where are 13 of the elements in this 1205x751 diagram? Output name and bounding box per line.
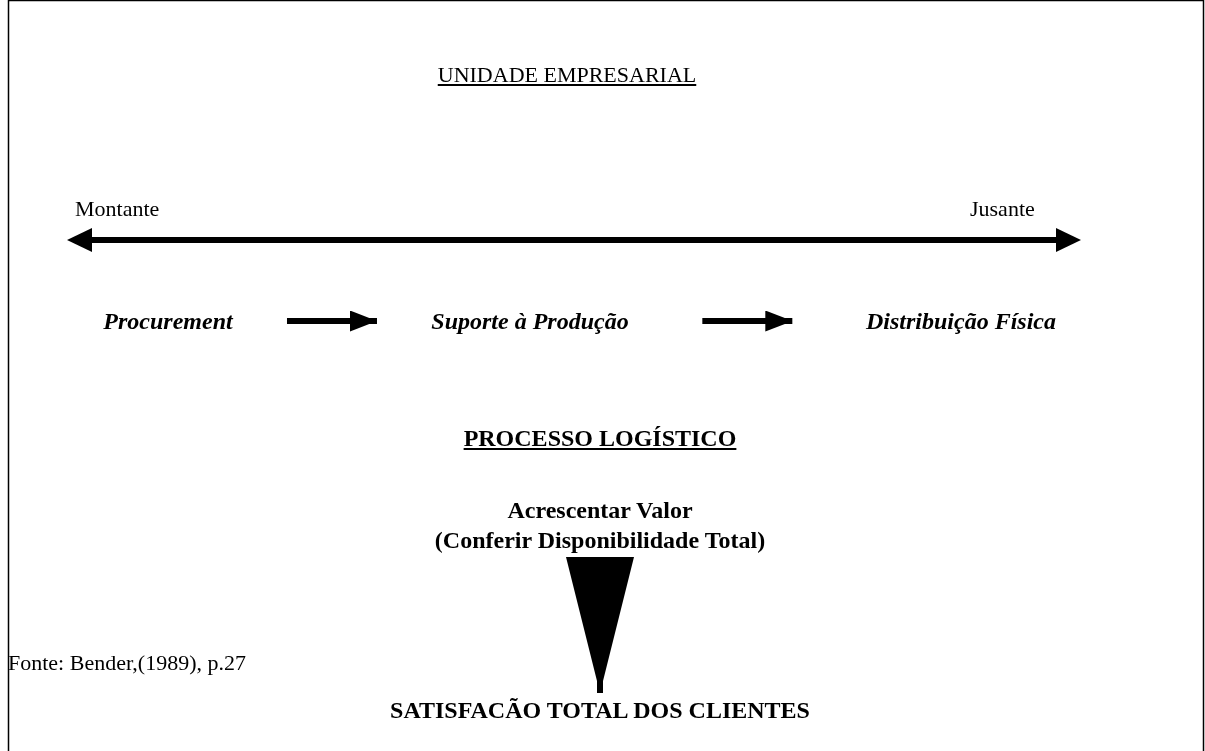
value-text: (Conferir Disponibilidade Total) [434, 526, 766, 555]
process-step: Suporte à Produção [431, 306, 629, 336]
arrow [702, 310, 793, 332]
process-step: Procurement [103, 306, 233, 336]
outcome-text: SATISFACÃO TOTAL DOS CLIENTES [390, 696, 810, 725]
source-caption: Fonte: Bender,(1989), p.27 [8, 650, 247, 676]
downstream-label: Jusante [970, 196, 1035, 222]
upstream-label: Montante [75, 196, 160, 222]
arrow [566, 557, 634, 693]
diagram-title: UNIDADE EMPRESARIAL [437, 62, 697, 88]
section-heading: PROCESSO LOGÍSTICO [463, 425, 737, 452]
value-text: Acrescentar Valor [506, 496, 694, 525]
process-step: Distribuição Física [866, 306, 1056, 336]
